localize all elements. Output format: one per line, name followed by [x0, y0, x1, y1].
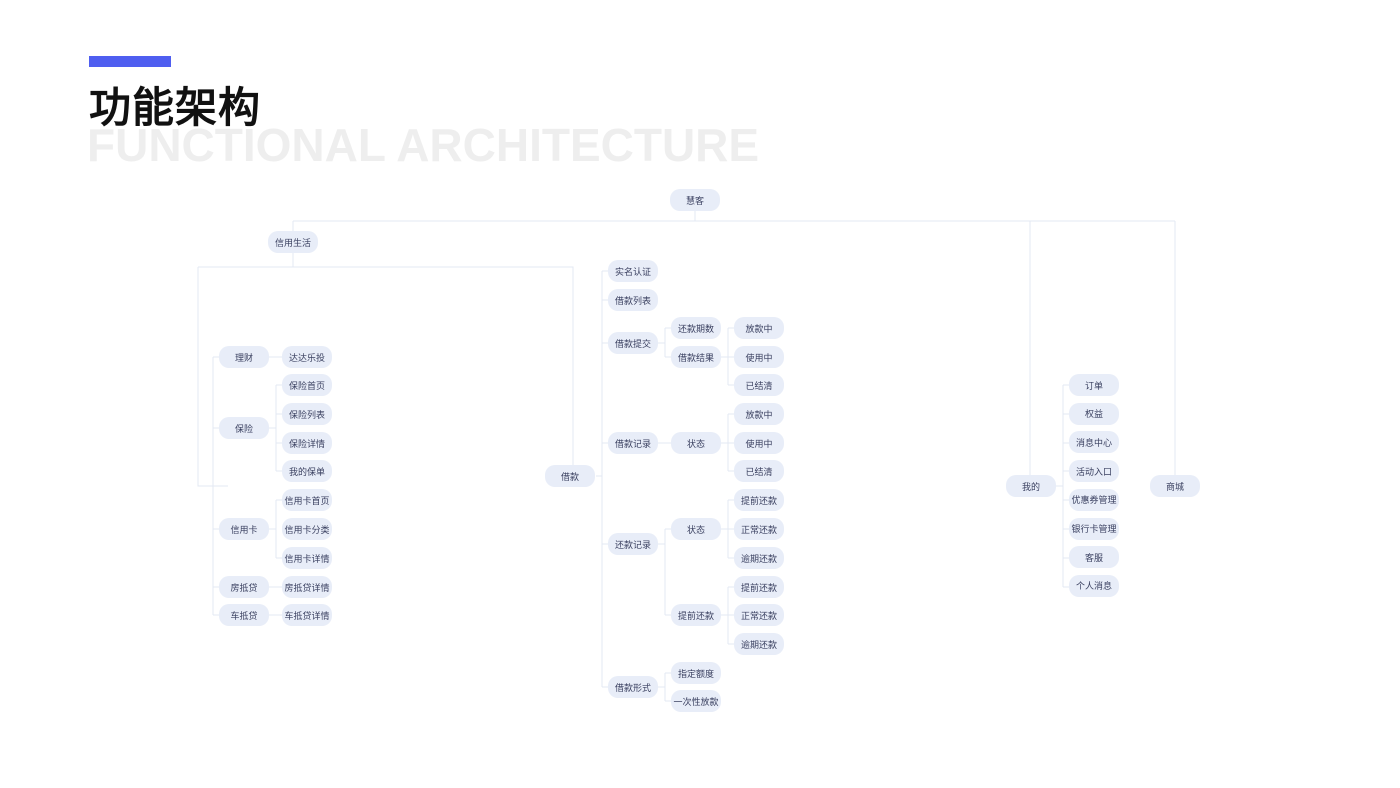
tree-node: 银行卡管理: [1069, 517, 1119, 540]
tree-node: 正常还款: [734, 604, 784, 626]
tree-node: 车抵贷详情: [282, 604, 332, 626]
tree-node: 已结清: [734, 374, 784, 396]
tree-node: 借款: [545, 465, 595, 487]
tree-node: 已结清: [734, 460, 784, 482]
tree-node: 逾期还款: [734, 633, 784, 655]
tree-node: 逾期还款: [734, 547, 784, 569]
tree-node: 提前还款: [671, 604, 721, 626]
tree-node: 实名认证: [608, 260, 658, 282]
tree-node: 优惠券管理: [1069, 488, 1119, 511]
tree-node: 还款记录: [608, 533, 658, 555]
tree-node: 慧客: [670, 189, 720, 211]
tree-node: 信用卡: [219, 518, 269, 540]
tree-node: 我的保单: [282, 460, 332, 482]
tree-node: 客服: [1069, 546, 1119, 569]
tree-node: 还款期数: [671, 317, 721, 339]
tree-node: 个人消息: [1069, 574, 1119, 597]
tree-node: 借款记录: [608, 432, 658, 454]
tree-node: 指定额度: [671, 662, 721, 684]
page-subtitle: FUNCTIONAL ARCHITECTURE: [87, 119, 760, 171]
tree-node: 活动入口: [1069, 460, 1119, 483]
tree-node: 保险列表: [282, 403, 332, 425]
tree-node: 信用卡分类: [282, 518, 332, 540]
tree-node: 车抵贷: [219, 604, 269, 626]
tree-node: 理财: [219, 346, 269, 368]
tree-node: 订单: [1069, 374, 1119, 396]
tree-node: 信用卡详情: [282, 547, 332, 569]
tree-node: 一次性放款: [671, 690, 721, 712]
tree-node: 借款提交: [608, 332, 658, 354]
tree-node: 达达乐投: [282, 346, 332, 368]
tree-node: 提前还款: [734, 489, 784, 511]
tree-node: 信用生活: [268, 231, 318, 253]
tree-node: 状态: [671, 518, 721, 540]
tree-node: 使用中: [734, 346, 784, 368]
tree-node: 正常还款: [734, 518, 784, 540]
tree-node: 房抵贷: [219, 576, 269, 598]
page-title: 功能架构: [89, 83, 262, 132]
tree-node: 信用卡首页: [282, 489, 332, 511]
tree-node: 借款结果: [671, 346, 721, 368]
tree-node: 权益: [1069, 402, 1119, 425]
tree-node: 放款中: [734, 403, 784, 425]
tree-node: 使用中: [734, 432, 784, 454]
tree-node: 借款形式: [608, 676, 658, 698]
tree-node: 状态: [671, 432, 721, 454]
accent-bar: [89, 56, 171, 67]
tree-node: 提前还款: [734, 576, 784, 598]
tree-node: 商城: [1150, 475, 1200, 497]
tree-node: 保险: [219, 417, 269, 439]
tree-node: 放款中: [734, 317, 784, 339]
tree-node: 房抵贷详情: [282, 576, 332, 598]
tree-node: 我的: [1006, 475, 1056, 497]
tree-node: 保险详情: [282, 432, 332, 454]
tree-node: 保险首页: [282, 374, 332, 396]
tree-node: 借款列表: [608, 289, 658, 311]
tree-node: 消息中心: [1069, 431, 1119, 454]
